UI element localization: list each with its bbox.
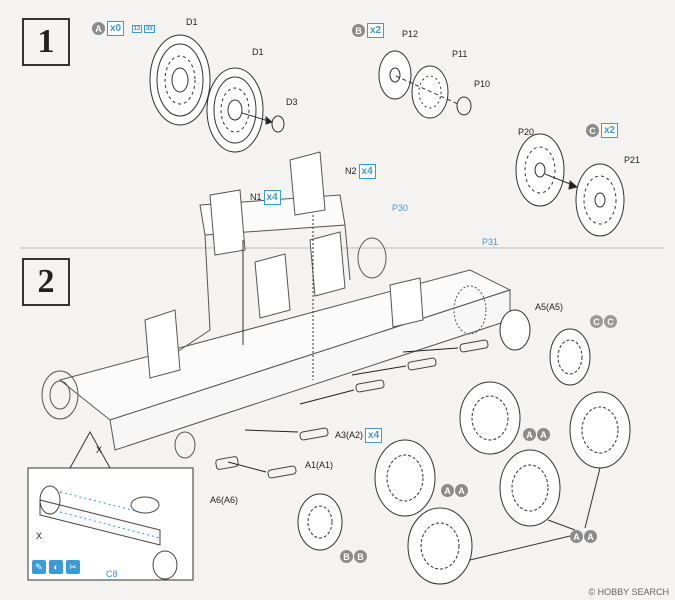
mini-label: 13 33 (131, 24, 155, 33)
label-p12: P12 (402, 29, 419, 39)
wheel-d1-rear (206, 67, 264, 153)
road-wheels (297, 309, 631, 585)
label-x-inset: X (36, 531, 43, 541)
circle-a: A (92, 22, 105, 36)
part-p12 (378, 50, 412, 100)
count-c: x2 (601, 123, 619, 139)
label-p31: P31 (482, 237, 499, 247)
instruction-icons: ✎ ◐ ✂ (32, 560, 80, 574)
step-1-box: 1 (22, 18, 70, 66)
suspension-arms (215, 339, 489, 479)
label-p30: P30 (392, 203, 409, 213)
count-a: x0 (107, 21, 125, 37)
label-d1a: D1 (186, 17, 198, 27)
hull (41, 151, 512, 459)
label-p21: P21 (624, 155, 641, 165)
label-p11: P11 (452, 49, 468, 59)
part-p10 (456, 96, 472, 116)
label-a1: A1(A1) (305, 460, 334, 470)
glue-icon: ✎ (32, 560, 46, 574)
part-p11 (411, 65, 449, 119)
circle-c: C (586, 124, 599, 138)
part-d3 (271, 115, 285, 133)
count-n2: x4 (358, 164, 376, 179)
label-a6: A6(A6) (210, 495, 239, 505)
step-2-box: 2 (22, 258, 70, 306)
paint-icon: ◐ (49, 560, 63, 574)
label-x-main: X (96, 445, 103, 455)
count-n1: x4 (263, 190, 281, 205)
wheel-d1-front (149, 34, 211, 126)
label-c8: C8 (106, 569, 118, 579)
part-p20 (515, 133, 565, 207)
fit-icon: ✂ (66, 560, 80, 574)
circle-b: B (352, 24, 365, 38)
part-p21 (575, 163, 625, 237)
watermark: © HOBBY SEARCH (588, 587, 670, 597)
label-p20: P20 (518, 127, 535, 137)
count-b: x2 (367, 23, 385, 39)
count-a3: x4 (365, 428, 383, 443)
label-d3: D3 (286, 97, 298, 107)
label-p10: P10 (474, 79, 491, 89)
label-d1b: D1 (252, 47, 264, 57)
label-a3: A3(A2)x4 (335, 428, 383, 443)
label-a5: A5(A5) (535, 302, 564, 312)
